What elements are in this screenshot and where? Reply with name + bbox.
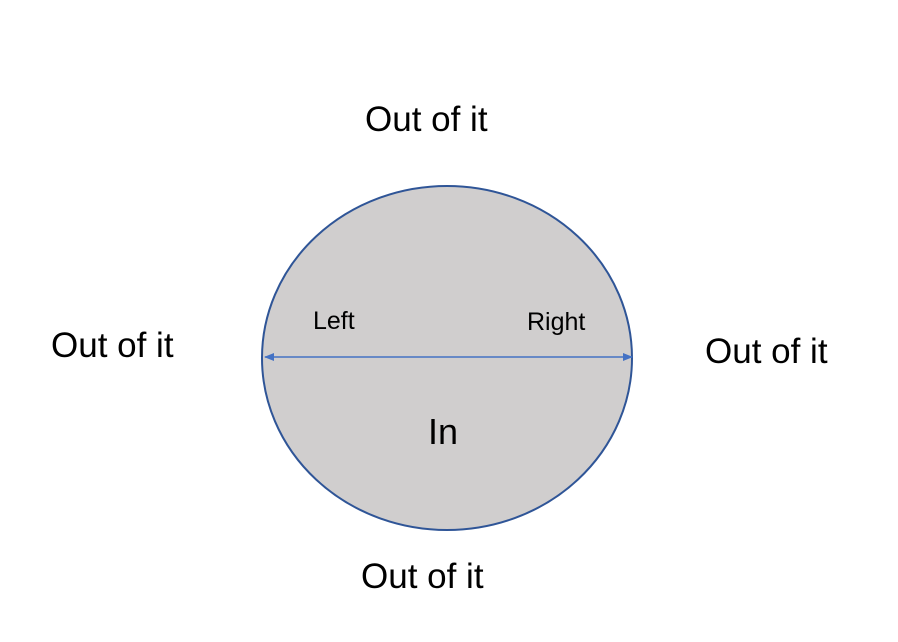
label-diameter-right: Right bbox=[527, 308, 586, 336]
in-circle bbox=[261, 185, 633, 531]
label-out-of-it-top: Out of it bbox=[365, 100, 488, 139]
label-out-of-it-right: Out of it bbox=[705, 332, 828, 371]
label-out-of-it-left: Out of it bbox=[51, 326, 174, 365]
label-diameter-left: Left bbox=[313, 307, 355, 335]
label-out-of-it-bottom: Out of it bbox=[361, 557, 484, 596]
label-in: In bbox=[428, 411, 459, 452]
